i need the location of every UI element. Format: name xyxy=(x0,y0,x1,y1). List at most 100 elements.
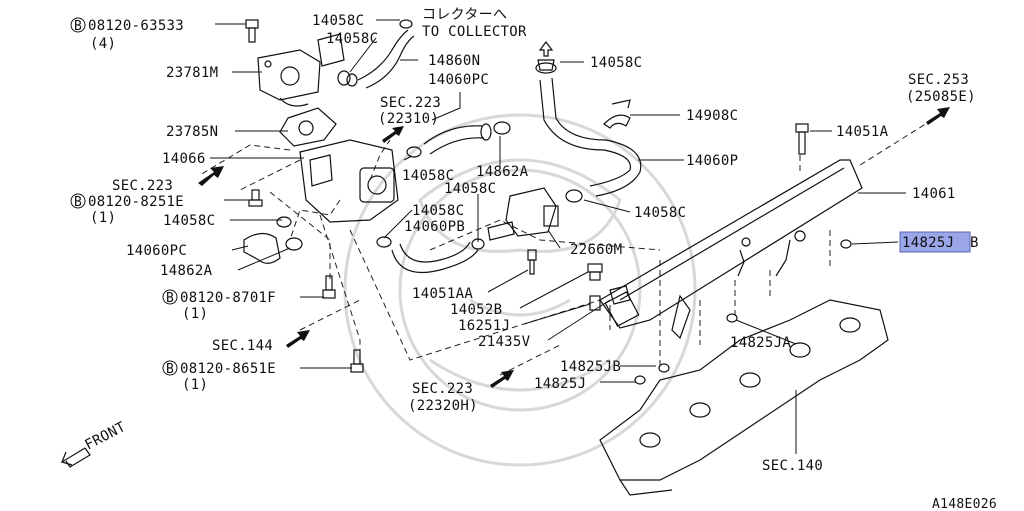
label-14862A-left[interactable]: 14862A xyxy=(160,263,213,279)
intake-manifold-sec140 xyxy=(599,299,889,496)
diagram-id: A148E026 xyxy=(932,497,997,511)
label-14908C[interactable]: 14908C xyxy=(686,108,738,124)
label-14060PC-left[interactable]: 14060PC xyxy=(126,243,187,259)
bolt-symbol-2: B xyxy=(74,195,82,210)
sensor-22660M xyxy=(487,187,559,241)
arrow-sec223-mid xyxy=(382,126,404,143)
label-08120-63533-qty: (4) xyxy=(90,36,116,52)
clamp-14058C-b xyxy=(276,216,292,228)
label-14862A-mid[interactable]: 14862A xyxy=(476,164,529,180)
bolt-14051AA xyxy=(527,249,537,275)
label-22660M[interactable]: 22660M xyxy=(570,242,622,258)
oring-14825JB-low xyxy=(658,363,670,373)
label-08120-63533[interactable]: 08120-63533 xyxy=(88,18,184,34)
label-08120-8701F-qty: (1) xyxy=(182,306,208,322)
valve-23781M xyxy=(257,33,345,107)
front-arrow-icon xyxy=(60,447,91,468)
label-14051AA[interactable]: 14051AA xyxy=(412,286,473,302)
label-sec253[interactable]: SEC.253 xyxy=(908,72,969,88)
label-08120-8651E[interactable]: 08120-8651E xyxy=(180,361,276,377)
label-sec223-mid[interactable]: SEC.223 xyxy=(380,95,441,111)
label-21435V[interactable]: 21435V xyxy=(478,334,531,350)
bolt-symbol-3: B xyxy=(166,291,174,306)
label-23781M[interactable]: 23781M xyxy=(166,65,218,81)
label-sec223-mid-ref: (22310) xyxy=(378,111,439,127)
clamp-14908C xyxy=(603,99,631,129)
label-08120-8251E-qty: (1) xyxy=(90,210,116,226)
hose-14060PC-mid xyxy=(423,121,511,155)
arrow-sec223-low xyxy=(490,370,514,388)
label-14825JB-low[interactable]: 14825JB xyxy=(560,359,621,375)
label-16251J[interactable]: 16251J xyxy=(458,318,510,334)
watermark-logo xyxy=(343,113,697,467)
label-14060P[interactable]: 14060P xyxy=(686,153,738,169)
bolt-08120-63533 xyxy=(245,19,259,43)
arrow-sec223-left xyxy=(198,166,224,186)
label-14058C-top2[interactable]: 14058C xyxy=(326,31,378,47)
hose-14860N xyxy=(357,29,415,89)
bolt-symbol-1: B xyxy=(74,19,82,34)
label-14825JA[interactable]: 14825JA xyxy=(730,335,791,351)
clamp-14862A-a xyxy=(285,237,303,251)
label-14058C-right[interactable]: 14058C xyxy=(634,205,686,221)
label-08120-8651E-qty: (1) xyxy=(182,377,208,393)
gasket-23785N xyxy=(279,107,337,147)
clamps-top xyxy=(337,19,413,87)
label-14061[interactable]: 14061 xyxy=(912,186,956,202)
label-14825J[interactable]: 14825J xyxy=(534,376,586,392)
label-sec144[interactable]: SEC.144 xyxy=(212,338,273,354)
label-14052B[interactable]: 14052B xyxy=(450,302,502,318)
direction-arrows xyxy=(60,41,950,468)
label-08120-8251E[interactable]: 08120-8251E xyxy=(88,194,184,210)
label-front: FRONT xyxy=(82,419,128,454)
label-14060PB[interactable]: 14060PB xyxy=(404,219,465,235)
labels: 08120-63533 (4) 23781M 23785N 14066 SEC.… xyxy=(82,7,997,511)
bolt-08120-8251E xyxy=(248,189,263,207)
clamp-14058C-a xyxy=(406,146,422,158)
clamp-14058C-right xyxy=(565,189,583,203)
label-14058C-left[interactable]: 14058C xyxy=(163,213,215,229)
hose-14060PC-left xyxy=(243,232,281,264)
bolt-14051A xyxy=(795,123,809,155)
label-14058C-mid2[interactable]: 14058C xyxy=(444,181,496,197)
label-sec140[interactable]: SEC.140 xyxy=(762,458,823,474)
bolt-symbols: B B B B xyxy=(70,17,178,377)
label-14066[interactable]: 14066 xyxy=(162,151,206,167)
label-14825JB-highlight-suffix: B xyxy=(970,235,979,251)
cap-14058C-top xyxy=(535,59,557,74)
label-14060PC-top[interactable]: 14060PC xyxy=(428,72,489,88)
oring-14825JA xyxy=(726,313,738,323)
label-collector-en: TO COLLECTOR xyxy=(422,24,527,40)
label-sec223-low[interactable]: SEC.223 xyxy=(412,381,473,397)
label-14825JB-highlight[interactable]: 14825J xyxy=(902,235,954,251)
throttle-body-14066 xyxy=(299,139,399,223)
bolt-08120-8701F xyxy=(322,275,336,299)
bracket-14052B xyxy=(587,263,603,281)
label-sec223-low-ref: (22320H) xyxy=(408,398,478,414)
arrow-sec253 xyxy=(926,107,950,125)
label-08120-8701F[interactable]: 08120-8701F xyxy=(180,290,276,306)
label-14058C-mid3[interactable]: 14058C xyxy=(412,203,464,219)
highlight-14825JB[interactable] xyxy=(899,231,971,253)
label-14051A[interactable]: 14051A xyxy=(836,124,889,140)
oring-14825J xyxy=(634,375,646,385)
leader-lines xyxy=(210,19,906,454)
label-14860N[interactable]: 14860N xyxy=(428,53,480,69)
oring-14825JB xyxy=(840,239,852,249)
rail-14061 xyxy=(599,159,863,340)
label-14058C-top1[interactable]: 14058C xyxy=(312,13,364,29)
label-14058C-top-right[interactable]: 14058C xyxy=(590,55,642,71)
label-collector-jp: コレクターへ xyxy=(422,7,507,23)
arrow-to-collector xyxy=(538,41,554,57)
hose-14060PB xyxy=(376,236,485,274)
dashed-guides xyxy=(199,114,941,376)
arrow-sec144 xyxy=(286,330,310,348)
label-sec223-left[interactable]: SEC.223 xyxy=(112,178,173,194)
bolt-symbol-4: B xyxy=(166,362,174,377)
parts-drawing xyxy=(243,19,889,496)
label-14058C-mid1[interactable]: 14058C xyxy=(402,168,454,184)
label-sec253-ref: (25085E) xyxy=(906,89,976,105)
label-23785N[interactable]: 23785N xyxy=(166,124,218,140)
hose-14060P xyxy=(539,77,642,197)
